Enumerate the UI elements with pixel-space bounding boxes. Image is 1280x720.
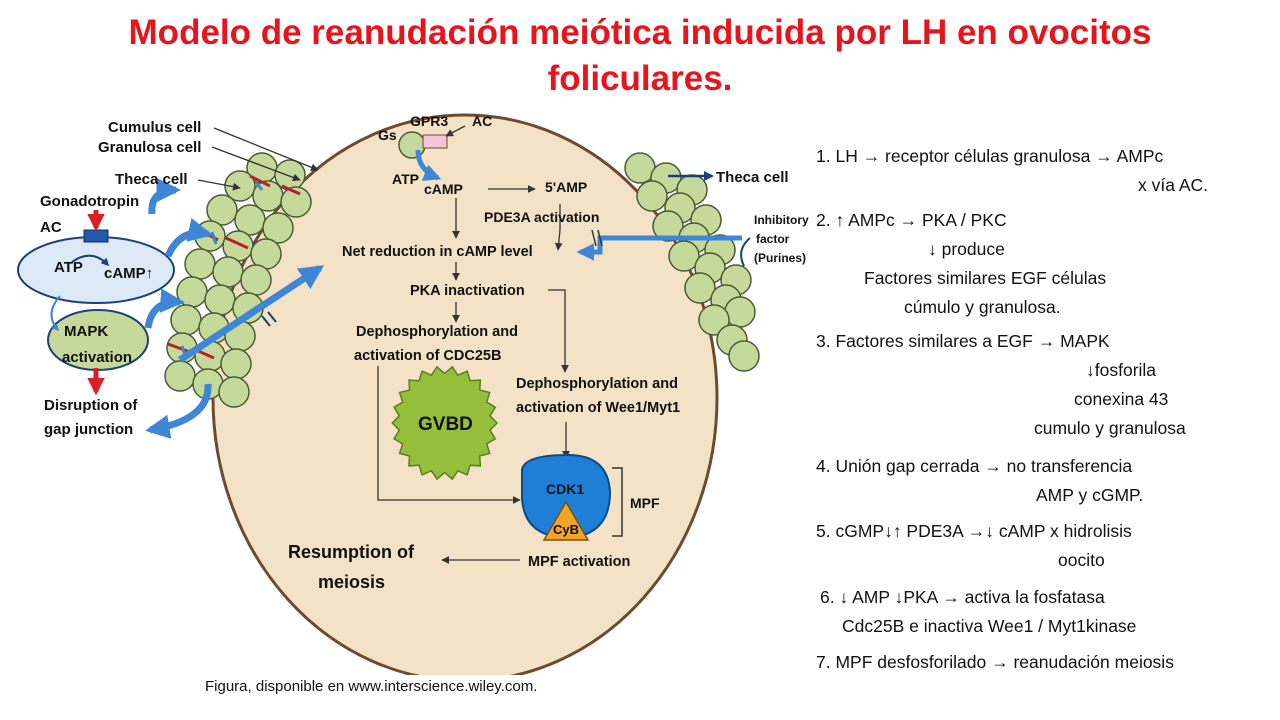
label-cyb: CyB bbox=[553, 522, 579, 537]
label-gonadotropin: Gonadotropin bbox=[40, 193, 139, 210]
label-mpf-activation: MPF activation bbox=[528, 554, 630, 570]
step-1: 1. LH → receptor células granulosa → AMP… bbox=[816, 142, 1208, 200]
label-mpf: MPF bbox=[630, 495, 660, 511]
label-factor: factor bbox=[756, 232, 790, 246]
step-3-line-3: conexina 43 bbox=[1074, 389, 1169, 409]
step-3: 3. Factores similares a EGF → MAPK ↓fosf… bbox=[816, 327, 1186, 443]
figure-caption: Figura, disponible en www.interscience.w… bbox=[205, 678, 538, 695]
step-2-line-3: Factores similares EGF células bbox=[864, 268, 1107, 288]
step-5: 5. cGMP↓↑ PDE3A →↓ cAMP x hidrolisis ooc… bbox=[816, 517, 1132, 575]
title-line-1: Modelo de reanudación meiótica inducida … bbox=[128, 13, 1152, 52]
step-3-line-2: ↓fosforila bbox=[1086, 360, 1157, 380]
label-dephos-cdc-1: Dephosphorylation and bbox=[356, 324, 518, 340]
cyb-triangle bbox=[542, 500, 590, 541]
label-mapk-activation: activation bbox=[62, 349, 132, 366]
step-4-line-2: AMP y cGMP. bbox=[1036, 485, 1144, 505]
label-dephos-wee-2: activation of Wee1/Myt1 bbox=[516, 400, 680, 416]
label-gvbd: GVBD bbox=[418, 414, 473, 435]
lh-meiotic-resumption-diagram: Cumulus cell Granulosa cell Theca cell G… bbox=[17, 113, 809, 675]
label-ac-top: AC bbox=[472, 113, 492, 129]
step-7-line-1: 7. MPF desfosforilado → reanudación meio… bbox=[816, 652, 1174, 672]
pathway-arrows bbox=[377, 185, 570, 564]
step-1-line-2: x vía AC. bbox=[1138, 175, 1209, 195]
step-6-line-2: Cdc25B e inactiva Wee1 / Myt1kinase bbox=[842, 616, 1137, 636]
label-theca-cell-right: Theca cell bbox=[716, 169, 789, 186]
label-pde3a-activation: PDE3A activation bbox=[484, 209, 599, 225]
step-5-line-1: 5. cGMP↓↑ PDE3A →↓ cAMP x hidrolisis bbox=[816, 521, 1132, 541]
blue-arrows-left bbox=[144, 177, 325, 439]
label-atp-left: ATP bbox=[54, 259, 83, 276]
label-cumulus-cell: Cumulus cell bbox=[108, 119, 201, 136]
label-resumption-2: meiosis bbox=[318, 572, 385, 592]
label-granulosa-cell: Granulosa cell bbox=[98, 139, 201, 156]
label-cdk1: CDK1 bbox=[546, 481, 584, 497]
step-6-line-1: 6. ↓ AMP ↓PKA → activa la fosfatasa bbox=[820, 587, 1105, 607]
step-1-line-1: 1. LH → receptor células granulosa → AMP… bbox=[816, 146, 1164, 166]
gpr3-ac-receptor bbox=[422, 134, 448, 149]
label-gpr3: GPR3 bbox=[410, 113, 448, 129]
step-7: 7. MPF desfosforilado → reanudación meio… bbox=[816, 648, 1174, 677]
right-cell-cluster bbox=[624, 152, 760, 372]
step-5-line-2: oocito bbox=[1058, 550, 1105, 570]
step-4-line-1: 4. Unión gap cerrada → no transferencia bbox=[816, 456, 1133, 476]
cdk1-shape bbox=[521, 453, 612, 540]
step-3-line-1: 3. Factores similares a EGF → MAPK bbox=[816, 331, 1110, 351]
label-resumption-1: Resumption of bbox=[288, 542, 415, 562]
label-pointer-lines bbox=[197, 127, 319, 191]
step-2-line-2: ↓ produce bbox=[928, 239, 1005, 259]
step-3-line-4: cumulo y granulosa bbox=[1034, 418, 1186, 438]
step-2-line-4: cúmulo y granulosa. bbox=[904, 297, 1061, 317]
label-camp-left: cAMP↑ bbox=[104, 265, 153, 282]
label-5amp: 5'AMP bbox=[545, 179, 587, 195]
step-6: 6. ↓ AMP ↓PKA → activa la fosfatasa Cdc2… bbox=[820, 583, 1136, 641]
label-purines: (Purines) bbox=[754, 251, 806, 265]
title-line-2: foliculares. bbox=[547, 59, 733, 98]
label-mapk: MAPK bbox=[64, 323, 108, 340]
gvbd-starburst bbox=[391, 365, 499, 481]
label-dephos-wee-1: Dephosphorylation and bbox=[516, 376, 678, 392]
label-pka-inactivation: PKA inactivation bbox=[410, 283, 525, 299]
label-atp-top: ATP bbox=[392, 171, 419, 187]
page-title: Modelo de reanudación meiótica inducida … bbox=[0, 10, 1280, 102]
label-disruption-1: Disruption of bbox=[44, 397, 138, 414]
label-ac-left: AC bbox=[40, 219, 62, 236]
ac-receptor-left bbox=[83, 229, 109, 243]
gs-protein bbox=[398, 131, 426, 159]
step-2: 2. ↑ AMPc → PKA / PKC ↓ produce Factores… bbox=[816, 206, 1106, 322]
label-gs: Gs bbox=[378, 127, 397, 143]
label-net-reduction: Net reduction in cAMP level bbox=[342, 244, 533, 260]
label-camp-top: cAMP bbox=[424, 181, 463, 197]
step-4: 4. Unión gap cerrada → no transferencia … bbox=[816, 452, 1143, 510]
label-disruption-2: gap junction bbox=[44, 421, 133, 438]
label-inhibitory: Inhibitory bbox=[754, 213, 809, 227]
step-2-line-1: 2. ↑ AMPc → PKA / PKC bbox=[816, 210, 1007, 230]
label-theca-cell-left: Theca cell bbox=[115, 171, 188, 188]
label-dephos-cdc-2: activation of CDC25B bbox=[354, 348, 501, 364]
